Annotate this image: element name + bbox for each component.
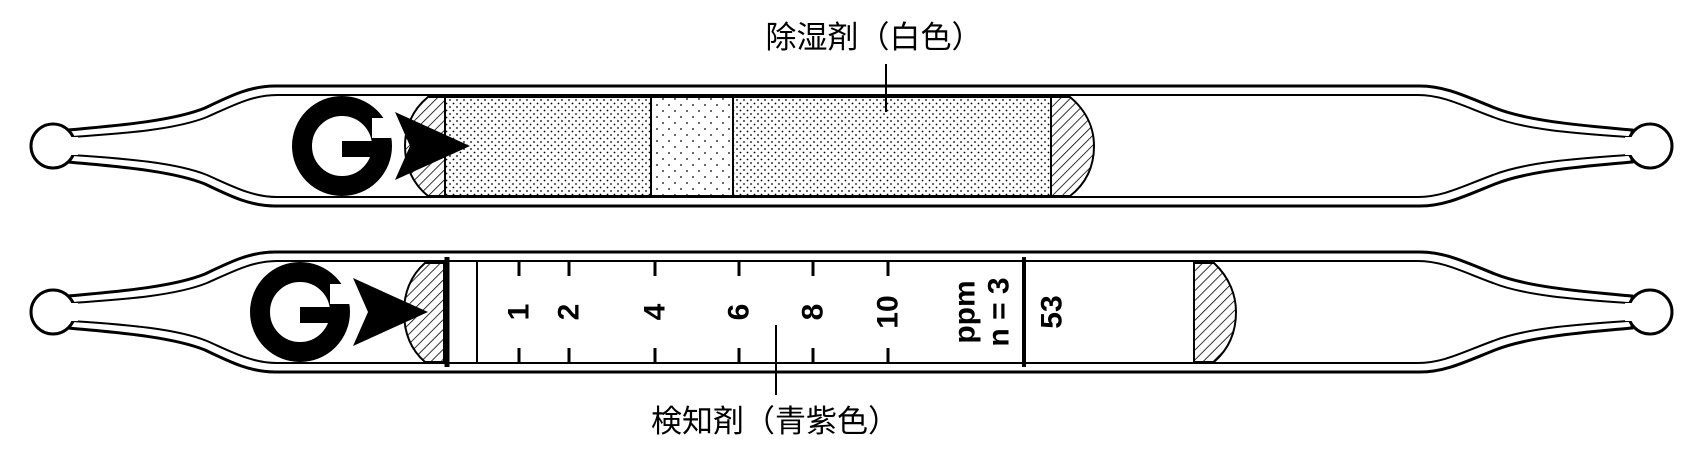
top-tube-right-plug — [1050, 96, 1096, 197]
bottom-tube-strokes-label: n = 3 — [983, 277, 1016, 346]
top-tube-flow-arrow-icon — [395, 112, 470, 180]
bottom-tube-number-label: 53 — [1036, 295, 1069, 328]
top-tube-gastec-logo-icon — [292, 96, 470, 196]
bottom-tube-rear-plug — [1193, 262, 1238, 363]
scale-label-8: 8 — [797, 304, 830, 321]
top-tube-desiccant-layer-2 — [650, 96, 734, 197]
top-tube: 除湿剤（白色） — [29, 20, 1674, 208]
bottom-tube-outer-glass — [66, 250, 1634, 374]
scale-label-10: 10 — [872, 295, 905, 328]
top-tube-desiccant-label: 除湿剤（白色） — [766, 20, 983, 56]
scale-label-2: 2 — [553, 304, 586, 321]
scale-label-1: 1 — [503, 304, 536, 321]
bottom-tube-unit-label: ppm — [949, 280, 982, 343]
scale-label-6: 6 — [723, 304, 756, 321]
bottom-tube-flow-arrow-icon — [353, 278, 428, 346]
bottom-tube-gastec-logo-icon — [250, 262, 428, 362]
top-tube-desiccant-layer-1 — [444, 96, 652, 197]
top-tube-desiccant-layer-3 — [732, 96, 1052, 197]
bottom-tube-reagent-label: 検知剤（青紫色） — [651, 404, 899, 440]
scale-label-4: 4 — [639, 303, 672, 320]
